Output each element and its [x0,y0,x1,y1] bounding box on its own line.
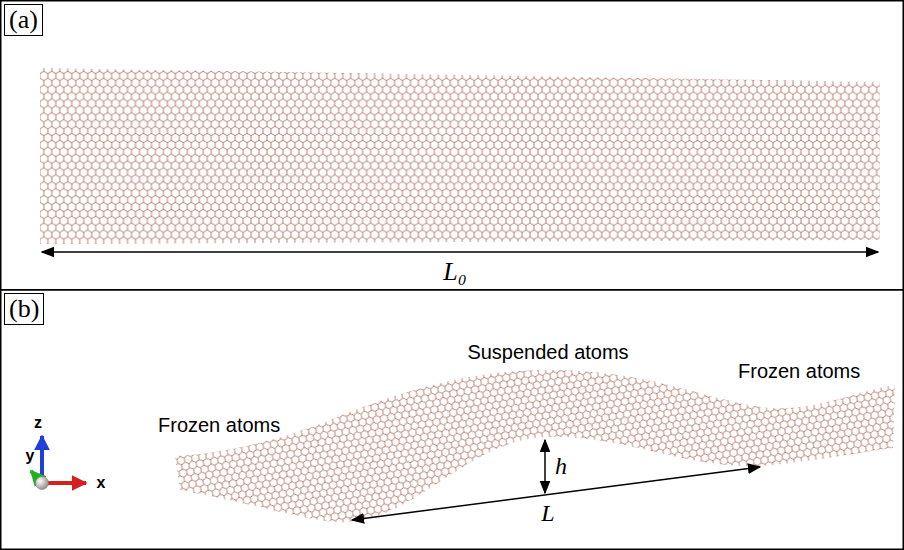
dimension-label: h [553,453,569,479]
axis-arrow [40,436,44,483]
graphene-sheet [175,370,895,522]
panel-letter: (b) [9,294,39,324]
graphene-sheet [40,68,880,244]
panel-frame [1,1,904,290]
panel-tag: (b) [4,293,44,325]
panel-frame [1,290,904,550]
region-label: Suspended atoms [467,341,628,363]
dimension-arrow [42,251,878,253]
axis-label: y [26,447,35,465]
axis-label: x [97,474,106,492]
panel-tag: (a) [4,4,43,36]
axis-origin [36,477,49,490]
dimension-label: L₀ [443,258,467,287]
axis-label: z [34,414,42,432]
region-label: Frozen atoms [158,414,280,436]
region-label: Frozen atoms [738,360,860,382]
dimension-arrow [544,440,546,493]
dimension-label: L [541,500,554,526]
panel-letter: (a) [9,5,38,35]
